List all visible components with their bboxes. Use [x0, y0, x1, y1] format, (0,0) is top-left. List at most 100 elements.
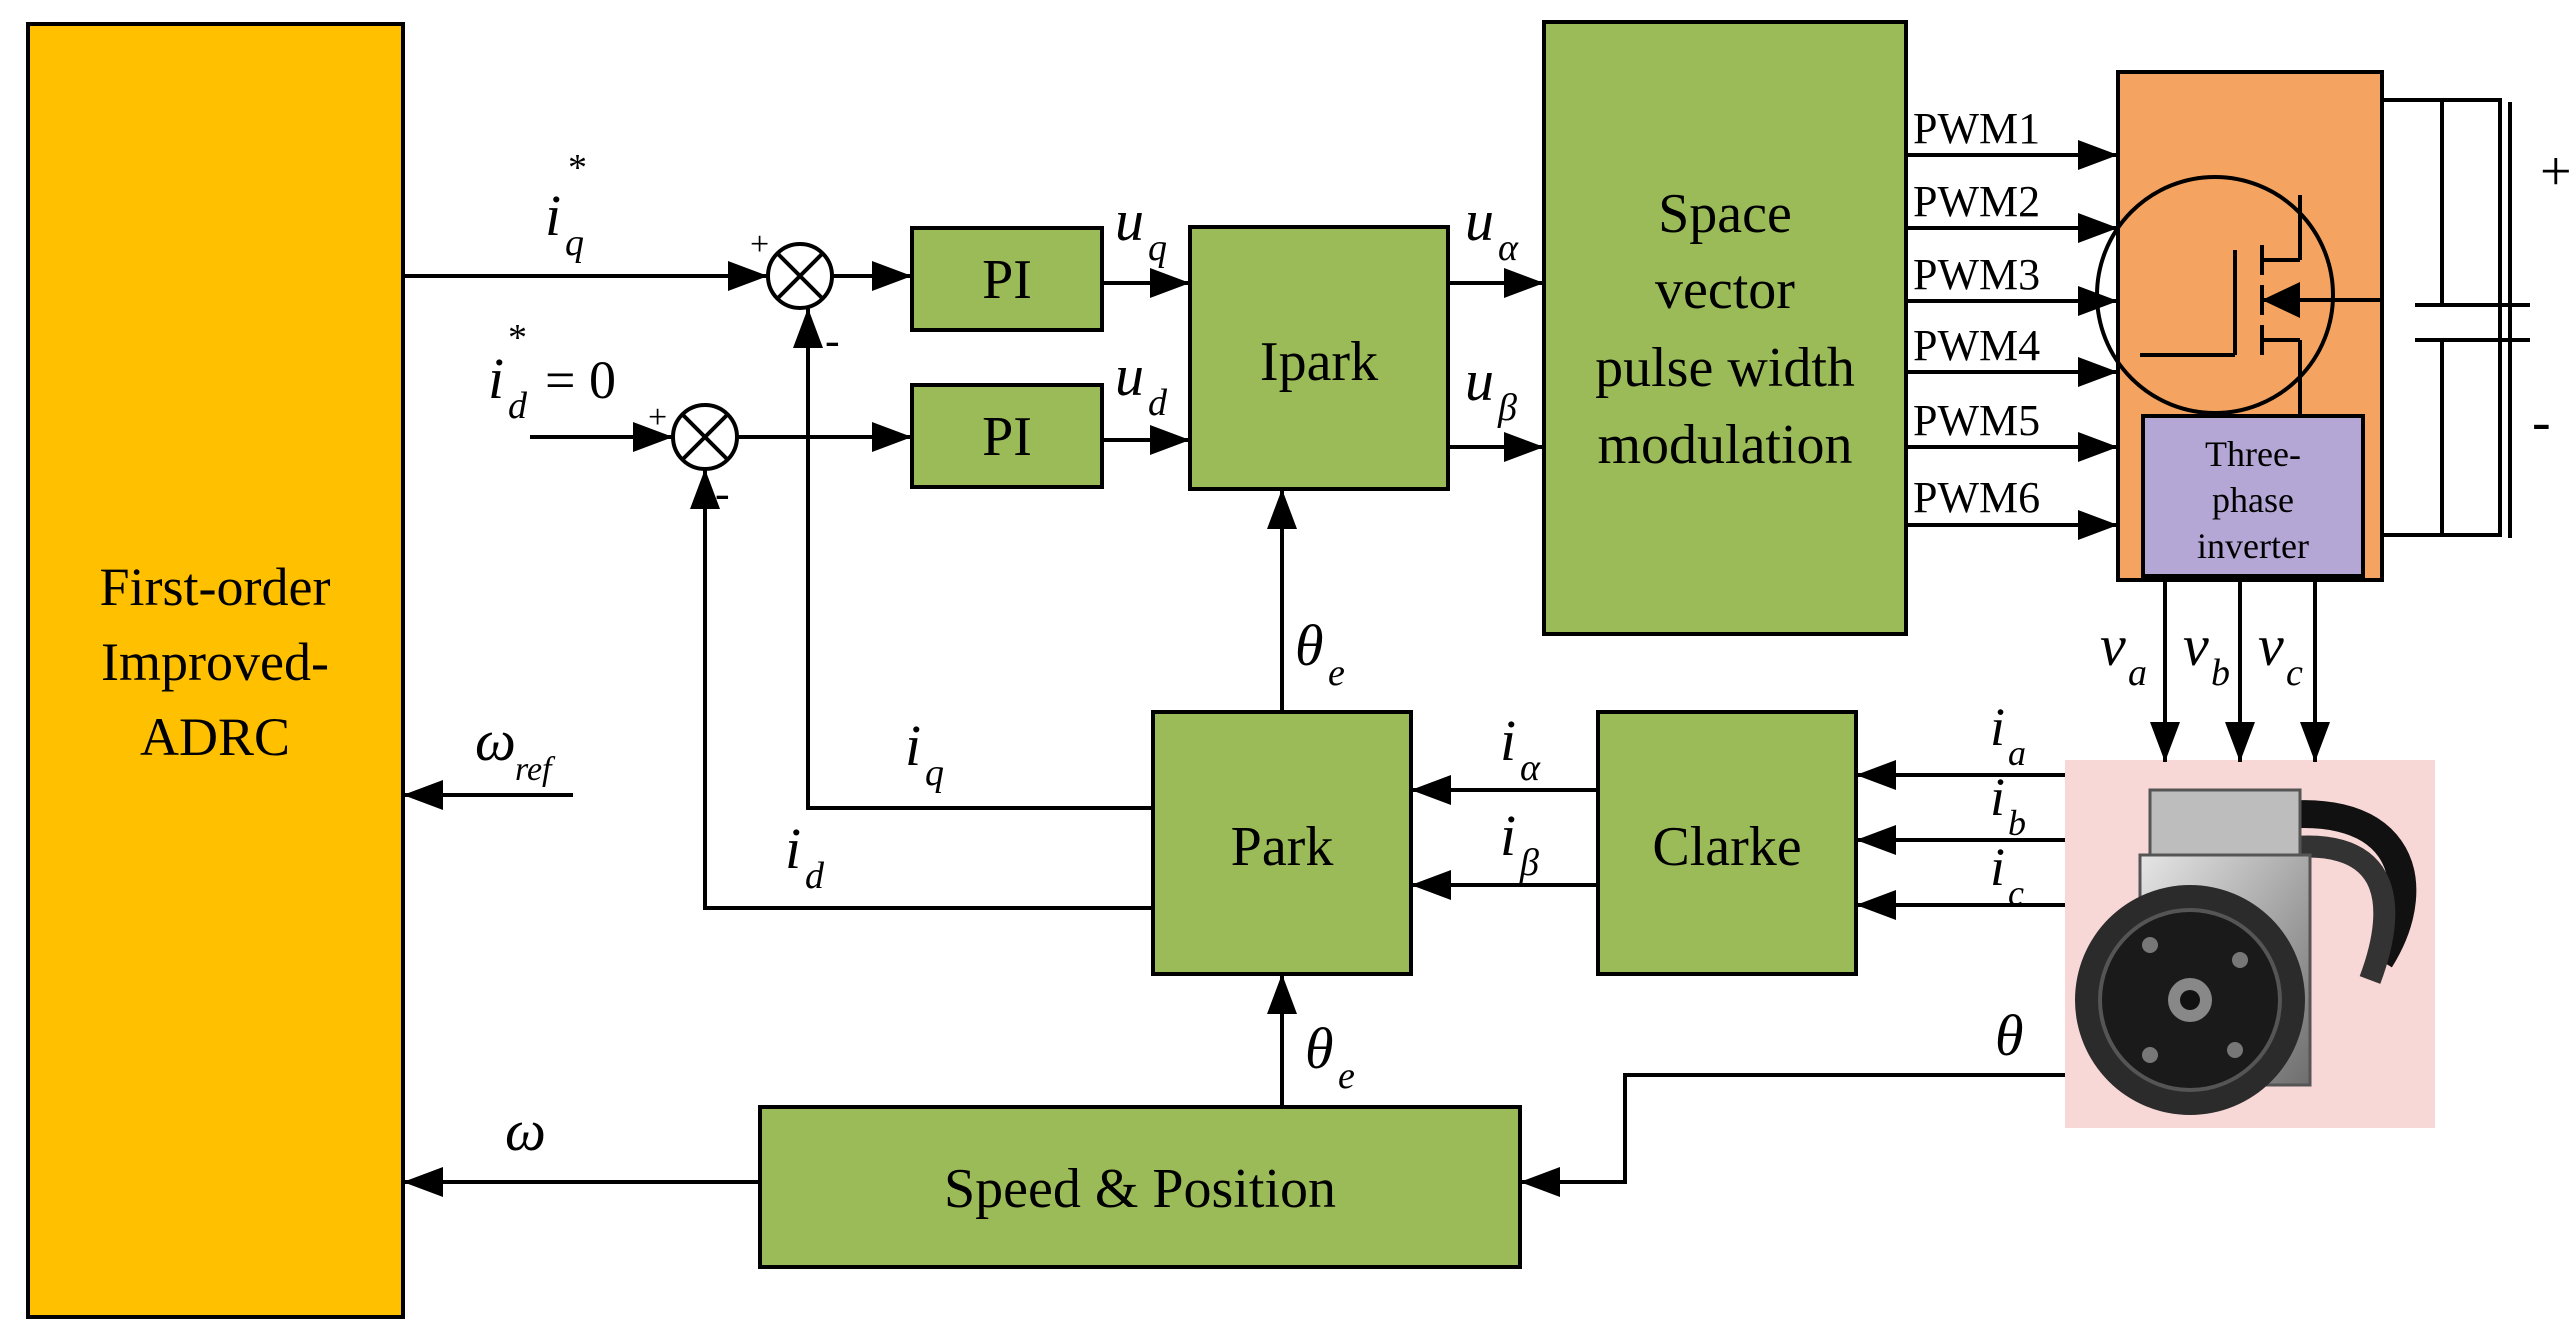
pwm5-label: PWM5 — [1913, 396, 2040, 445]
pwm1-label: PWM1 — [1913, 104, 2040, 153]
inverter-label-line2: phase — [2212, 480, 2294, 520]
sum-d-plus: + — [648, 399, 667, 436]
wire-id-feedback — [690, 469, 1153, 910]
inverter-label-line3: inverter — [2197, 526, 2309, 566]
svg-text:u: u — [1115, 188, 1144, 253]
adrc-block — [26, 22, 405, 1319]
svpwm-label-line2: vector — [1655, 259, 1795, 321]
svg-text:α: α — [1520, 747, 1541, 789]
svg-text:b: b — [2008, 803, 2026, 843]
svg-text:e: e — [1328, 652, 1345, 694]
svg-text:q: q — [925, 752, 944, 794]
svg-text:θ: θ — [1995, 1003, 2024, 1068]
svg-text:v: v — [2100, 613, 2126, 678]
capacitor-icon — [2470, 303, 2530, 342]
signal-va: v a — [2100, 613, 2147, 694]
svg-text:i: i — [785, 816, 801, 881]
svg-text:i: i — [1500, 803, 1516, 868]
pi-q-label: PI — [982, 249, 1032, 311]
svg-text:i: i — [488, 346, 504, 411]
summing-junction-icon — [766, 242, 834, 310]
svg-text:i: i — [1990, 767, 2005, 827]
inverter-label-line1: Three- — [2205, 434, 2301, 474]
svg-text:a: a — [2128, 652, 2147, 694]
svg-text:θ: θ — [1295, 613, 1324, 678]
signal-theta-e-bottom: θ e — [1305, 1016, 1355, 1097]
signal-ia: i a — [1990, 697, 2026, 773]
signal-iq: i q — [905, 713, 944, 794]
svg-text:θ: θ — [1305, 1016, 1334, 1081]
ipark-block — [1188, 225, 1450, 491]
clarke-block — [1596, 710, 1858, 976]
svg-text:ω: ω — [505, 1098, 546, 1163]
sum-d-minus: - — [715, 469, 730, 518]
adrc-label-line1: First-order — [100, 557, 331, 617]
signal-omega-ref: ω ref — [475, 708, 556, 788]
svg-text:ref: ref — [515, 751, 556, 788]
pwm2-label: PWM2 — [1913, 177, 2040, 226]
pwm3-label: PWM3 — [1913, 250, 2040, 299]
pi-d-block — [910, 383, 1104, 489]
svg-text:c: c — [2286, 652, 2303, 694]
pi-d-label: PI — [982, 406, 1032, 468]
wire-theta — [1520, 1073, 2065, 1197]
svg-text:β: β — [1519, 842, 1539, 884]
signal-ualpha: u α — [1465, 188, 1519, 269]
svg-text:i: i — [905, 713, 921, 778]
svg-text:d: d — [508, 385, 528, 427]
signal-theta-e-top: θ e — [1295, 613, 1345, 694]
svg-text:e: e — [1338, 1055, 1355, 1097]
signal-vc: v c — [2258, 613, 2303, 694]
signal-id: i d — [785, 816, 825, 897]
svg-text:α: α — [1498, 227, 1519, 269]
signal-ibeta: i β — [1500, 803, 1539, 884]
wire-iq-feedback — [793, 308, 1153, 810]
svg-text:b: b — [2211, 652, 2230, 694]
signal-ud: u d — [1115, 343, 1168, 424]
speed-position-label: Speed & Position — [944, 1158, 1336, 1220]
pwm4-label: PWM4 — [1913, 321, 2040, 370]
signal-omega: ω — [505, 1098, 546, 1163]
svg-text:u: u — [1465, 188, 1494, 253]
signal-uq: u q — [1115, 188, 1167, 269]
svg-text:*: * — [508, 317, 527, 359]
svg-text:v: v — [2183, 613, 2209, 678]
signal-id-ref: i * d = 0 — [488, 317, 616, 427]
svg-text:a: a — [2008, 733, 2026, 773]
svg-text:d: d — [1148, 382, 1168, 424]
inverter-label-box — [2141, 414, 2365, 578]
adrc-label-line3: ADRC — [140, 707, 290, 767]
signal-ubeta: u β — [1465, 348, 1517, 429]
svg-text:*: * — [568, 147, 587, 189]
sum-q-plus: + — [750, 226, 769, 263]
summing-junction-icon — [671, 403, 739, 471]
svg-text:i: i — [1990, 697, 2005, 757]
svg-text:β: β — [1497, 387, 1517, 429]
svg-text:ω: ω — [475, 708, 516, 773]
signal-vb: v b — [2183, 613, 2230, 694]
svg-text:i: i — [1990, 837, 2005, 897]
svg-text:d: d — [805, 855, 825, 897]
dc-plus-label: + — [2540, 141, 2572, 203]
svpwm-label-line1: Space — [1658, 183, 1792, 245]
svg-text:i: i — [545, 183, 561, 248]
speed-position-block — [758, 1105, 1522, 1269]
pi-q-block — [910, 226, 1104, 332]
dc-link — [2382, 98, 2502, 537]
svg-text:i: i — [1500, 708, 1516, 773]
svg-text:q: q — [565, 222, 584, 264]
signal-ib: i b — [1990, 767, 2026, 843]
clarke-label: Clarke — [1652, 816, 1801, 878]
signal-iq-ref: i * q — [545, 147, 587, 264]
signal-ic: i c — [1990, 837, 2024, 913]
svg-text:q: q — [1148, 227, 1167, 269]
adrc-label-line2: Improved- — [101, 632, 329, 692]
sum-q-minus: - — [825, 316, 840, 365]
signal-ialpha: i α — [1500, 708, 1541, 789]
servo-motor-icon — [2065, 760, 2435, 1128]
svg-text:c: c — [2008, 873, 2024, 913]
park-label: Park — [1231, 816, 1334, 878]
svg-text:u: u — [1465, 348, 1494, 413]
svpwm-label-line3: pulse width — [1595, 337, 1855, 399]
